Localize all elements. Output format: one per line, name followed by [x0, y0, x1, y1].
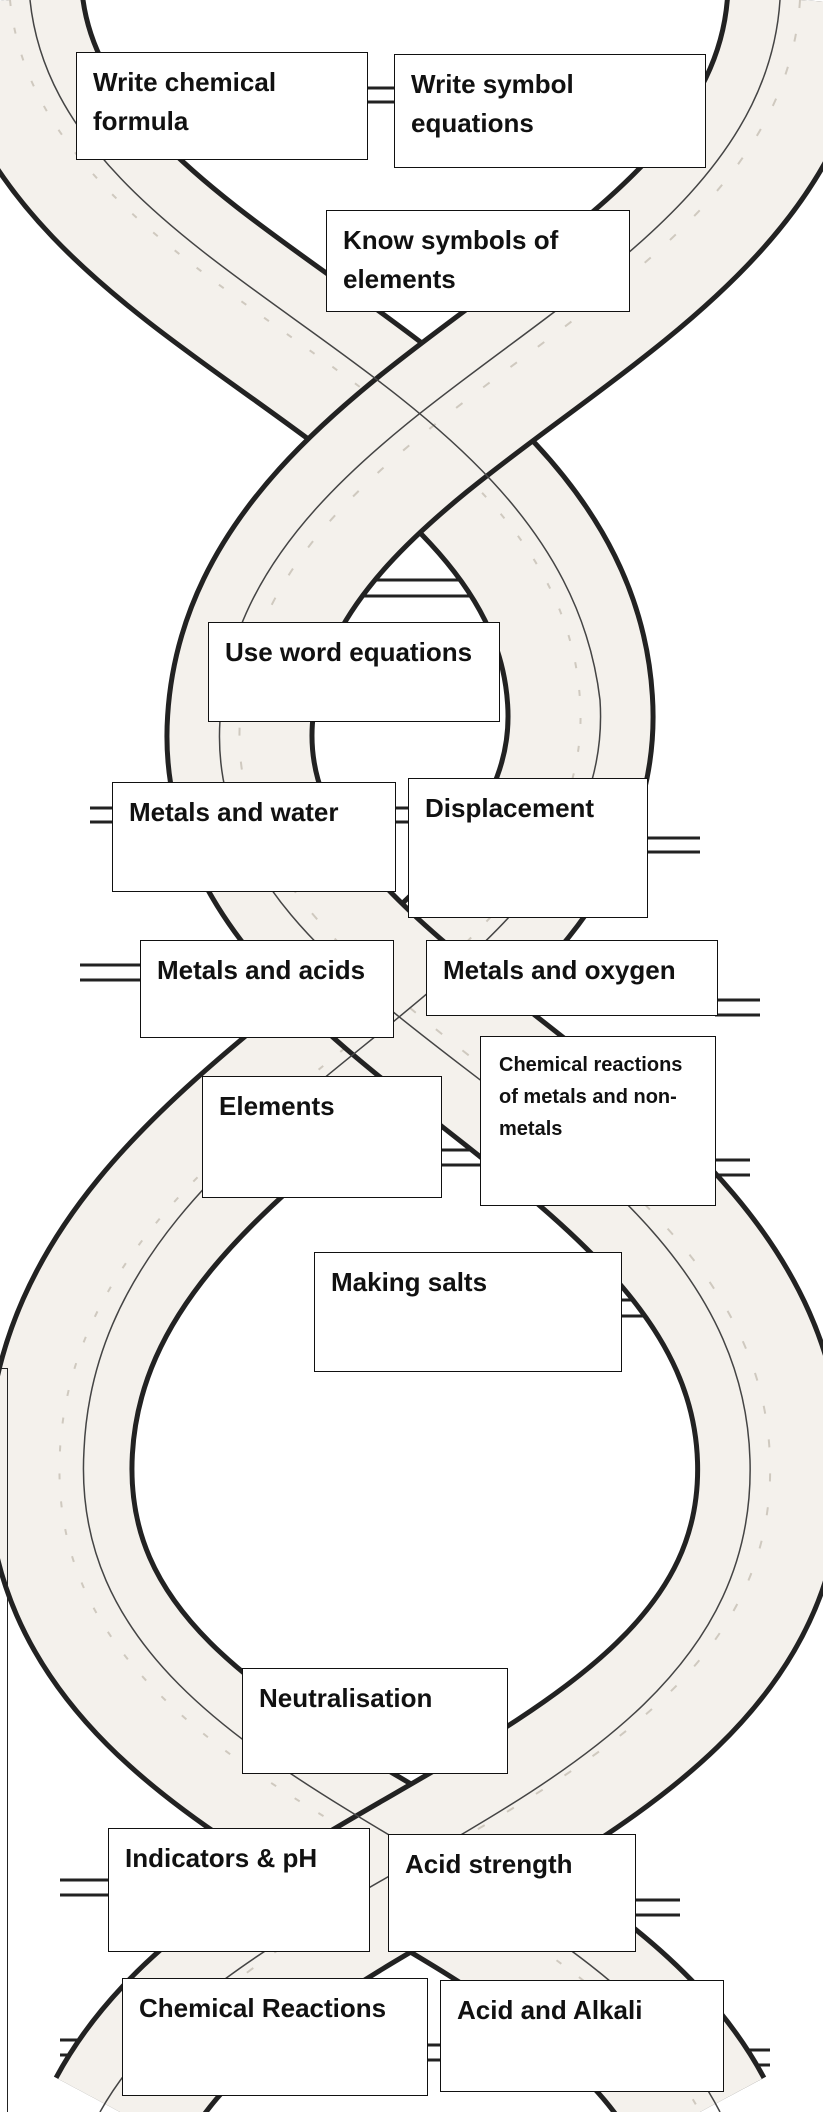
- left-margin-frame: [0, 1368, 8, 2112]
- box-use-word-equations: Use word equations: [208, 622, 500, 722]
- box-neutralisation: Neutralisation: [242, 1668, 508, 1774]
- box-write-symbol-equations: Write symbol equations: [394, 54, 706, 168]
- box-acid-strength: Acid strength: [388, 1834, 636, 1952]
- box-making-salts: Making salts: [314, 1252, 622, 1372]
- box-displacement: Displacement: [408, 778, 648, 918]
- box-chemical-reactions-of-metals-and-non-metals: Chemical reactions of metals and non-met…: [480, 1036, 716, 1206]
- box-metals-and-water: Metals and water: [112, 782, 396, 892]
- box-indicators-and-ph: Indicators & pH: [108, 1828, 370, 1952]
- box-metals-and-oxygen: Metals and oxygen: [426, 940, 718, 1016]
- box-chemical-reactions: Chemical Reactions: [122, 1978, 428, 2096]
- box-know-symbols-of-elements: Know symbols of elements: [326, 210, 630, 312]
- box-metals-and-acids: Metals and acids: [140, 940, 394, 1038]
- box-acid-and-alkali: Acid and Alkali: [440, 1980, 724, 2092]
- box-write-chemical-formula: Write chemical formula: [76, 52, 368, 160]
- box-elements: Elements: [202, 1076, 442, 1198]
